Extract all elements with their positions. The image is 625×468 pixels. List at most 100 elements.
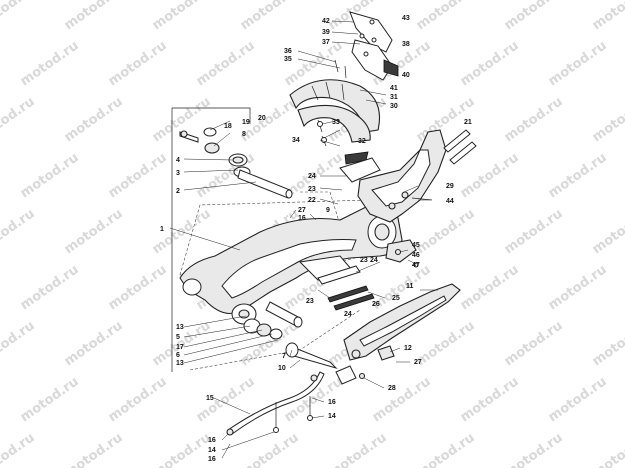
guide-bolt (335, 345, 395, 385)
callout-23c: 23 (306, 298, 314, 305)
lower-axle-stack (243, 301, 338, 370)
callout-28: 28 (388, 385, 396, 392)
watermark-text-57: motod.ru (106, 374, 170, 425)
callout-27a: 27 (298, 207, 306, 214)
pivot-shaft-stack (179, 127, 293, 199)
callout-39: 39 (322, 29, 330, 36)
callout-38: 38 (402, 41, 410, 48)
callout-46: 46 (412, 252, 420, 259)
callout-40: 40 (402, 72, 410, 79)
callout-2: 2 (176, 188, 180, 195)
callout-15: 15 (206, 395, 214, 402)
watermark-text-46: motod.ru (546, 262, 610, 313)
watermark-text-67: motod.ru (238, 430, 302, 468)
watermark-text-5: motod.ru (414, 0, 478, 33)
connector-bracket (385, 239, 419, 268)
watermark-text-66: motod.ru (150, 430, 214, 468)
callout-33: 33 (332, 119, 340, 126)
callout-7: 7 (282, 353, 286, 360)
callout-25: 25 (392, 295, 400, 302)
watermark-text-71: motod.ru (590, 430, 625, 468)
watermark-text-61: motod.ru (458, 374, 522, 425)
watermark-text-24: motod.ru (18, 150, 82, 201)
watermark-text-53: motod.ru (414, 318, 478, 369)
callout-16c: 16 (208, 437, 216, 444)
callout-23b: 23 (360, 257, 368, 264)
callout-26: 26 (372, 301, 380, 308)
callout-3: 3 (176, 170, 180, 177)
watermark-text-69: motod.ru (414, 430, 478, 468)
linkage-arm (339, 129, 447, 223)
watermark-text-56: motod.ru (18, 374, 82, 425)
watermark-text-40: motod.ru (18, 262, 82, 313)
watermark-text-1: motod.ru (62, 0, 126, 33)
watermark-text-39: motod.ru (590, 206, 625, 257)
callout-14b: 14 (208, 447, 216, 454)
callout-13b: 13 (176, 360, 184, 367)
callout-36: 36 (284, 48, 292, 55)
rear-mudguard (289, 79, 381, 143)
callout-32: 32 (358, 138, 366, 145)
watermark-text-62: motod.ru (546, 374, 610, 425)
chain-guide (343, 283, 461, 361)
callout-19: 19 (242, 119, 250, 126)
watermark-text-49: motod.ru (62, 318, 126, 369)
callout-12: 12 (404, 345, 412, 352)
callout-10: 10 (278, 365, 286, 372)
callout-18: 18 (224, 123, 232, 130)
rear-fender-bracket (349, 11, 399, 81)
callout-24c: 24 (344, 311, 352, 318)
callout-24a: 24 (308, 173, 316, 180)
watermark-text-22: motod.ru (502, 94, 566, 145)
leader-lines (169, 20, 438, 459)
callout-47: 47 (412, 262, 420, 269)
callout-16a: 16 (298, 215, 306, 222)
watermark-text-0: motod.ru (0, 0, 38, 33)
watermark-text-70: motod.ru (502, 430, 566, 468)
watermark-text-16: motod.ru (0, 94, 38, 145)
watermark-text-10: motod.ru (194, 38, 258, 89)
brake-hose (226, 371, 325, 436)
watermark-text-13: motod.ru (458, 38, 522, 89)
callout-41: 41 (390, 85, 398, 92)
callout-17: 17 (176, 344, 184, 351)
watermark-text-18: motod.ru (150, 94, 214, 145)
watermark-text-38: motod.ru (502, 206, 566, 257)
callout-8: 8 (242, 131, 246, 138)
watermark-text-32: motod.ru (0, 206, 38, 257)
callout-20: 20 (258, 115, 266, 122)
watermark-text-65: motod.ru (62, 430, 126, 468)
watermark-text-9: motod.ru (106, 38, 170, 89)
callout-34: 34 (292, 137, 300, 144)
watermark-text-3: motod.ru (238, 0, 302, 33)
callout-22: 22 (308, 197, 316, 204)
watermark-text-6: motod.ru (502, 0, 566, 33)
callout-16d: 16 (208, 456, 216, 463)
callout-11: 11 (406, 283, 414, 290)
callout-4: 4 (176, 157, 180, 164)
watermark-text-41: motod.ru (106, 262, 170, 313)
callout-45: 45 (412, 242, 420, 249)
callout-23a: 23 (308, 186, 316, 193)
watermark-text-25: motod.ru (106, 150, 170, 201)
callout-13a: 13 (176, 324, 184, 331)
callout-6: 6 (176, 352, 180, 359)
watermark-text-48: motod.ru (0, 318, 38, 369)
watermark-text-33: motod.ru (62, 206, 126, 257)
swingarm-main (179, 203, 403, 325)
watermark-text-14: motod.ru (546, 38, 610, 89)
callout-1: 1 (160, 226, 164, 233)
watermark-text-8: motod.ru (18, 38, 82, 89)
callout-27b: 27 (414, 359, 422, 366)
watermark-text-37: motod.ru (414, 206, 478, 257)
callout-43: 43 (402, 15, 410, 22)
watermark-text-60: motod.ru (370, 374, 434, 425)
callout-labels: 42 43 39 37 38 36 35 40 41 31 30 33 32 3… (160, 15, 472, 463)
callout-5: 5 (176, 334, 180, 341)
watermark-text-68: motod.ru (326, 430, 390, 468)
watermark-text-17: motod.ru (62, 94, 126, 145)
callout-9: 9 (326, 207, 330, 214)
watermark-text-64: motod.ru (0, 430, 38, 468)
callout-35: 35 (284, 56, 292, 63)
